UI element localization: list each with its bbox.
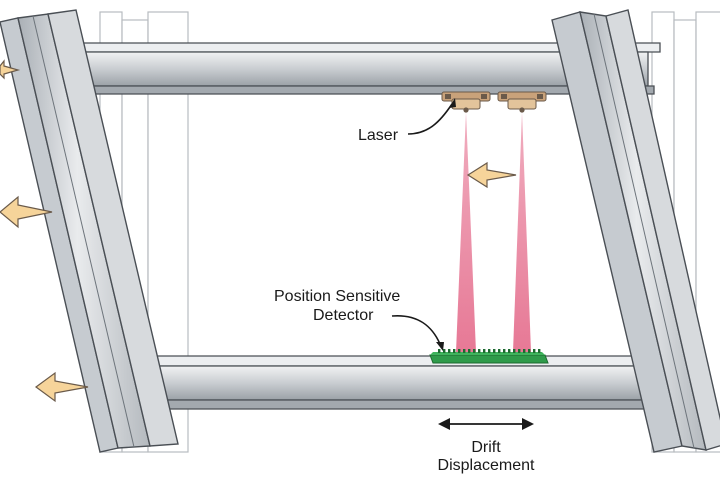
right-column bbox=[551, 9, 720, 453]
detector-pin bbox=[468, 349, 471, 353]
detector-pin bbox=[528, 349, 531, 353]
detector-pin bbox=[453, 349, 456, 353]
detector-pin bbox=[503, 349, 506, 353]
detector-pin bbox=[463, 349, 466, 353]
drift-label-line2: Displacement bbox=[438, 457, 535, 474]
detector-pin bbox=[533, 349, 536, 353]
detector-pin bbox=[508, 349, 511, 353]
laser-beam-right bbox=[513, 112, 531, 352]
detector-pins bbox=[438, 349, 541, 353]
detector-pin bbox=[438, 349, 441, 353]
detector-pin bbox=[483, 349, 486, 353]
detector-pin bbox=[448, 349, 451, 353]
load-arrow-center bbox=[466, 161, 517, 189]
load-arrow-top-left bbox=[0, 59, 21, 80]
psd-label-line2: Detector bbox=[313, 307, 374, 324]
detector-pin bbox=[518, 349, 521, 353]
laser-label: Laser bbox=[358, 127, 399, 144]
detector-pin bbox=[513, 349, 516, 353]
bottom-beam bbox=[129, 355, 666, 410]
top-beam bbox=[54, 42, 661, 95]
drift-label-line1: Drift bbox=[471, 439, 501, 456]
detector-pin bbox=[523, 349, 526, 353]
laser-leader-arrowhead bbox=[449, 98, 456, 108]
detector-pin bbox=[473, 349, 476, 353]
detector-pin bbox=[493, 349, 496, 353]
detector-pin bbox=[458, 349, 461, 353]
detector-leader-line bbox=[391, 315, 441, 345]
load-arrow-mid-left bbox=[0, 195, 53, 229]
position-sensitive-detector bbox=[429, 349, 549, 364]
detector-pin bbox=[443, 349, 446, 353]
laser-beam-left bbox=[456, 112, 476, 352]
detector-pin bbox=[538, 349, 541, 353]
load-arrow-bottom-left bbox=[34, 371, 89, 403]
detector-leader-arrowhead bbox=[436, 342, 444, 351]
left-column bbox=[0, 9, 179, 453]
detector-pin bbox=[478, 349, 481, 353]
detector-pin bbox=[498, 349, 501, 353]
laser-left bbox=[441, 91, 491, 113]
detector-pin bbox=[488, 349, 491, 353]
laser-leader-line bbox=[407, 103, 453, 135]
laser-right bbox=[497, 91, 547, 113]
drift-double-arrow bbox=[438, 418, 534, 430]
psd-label-line1: Position Sensitive bbox=[274, 288, 400, 305]
